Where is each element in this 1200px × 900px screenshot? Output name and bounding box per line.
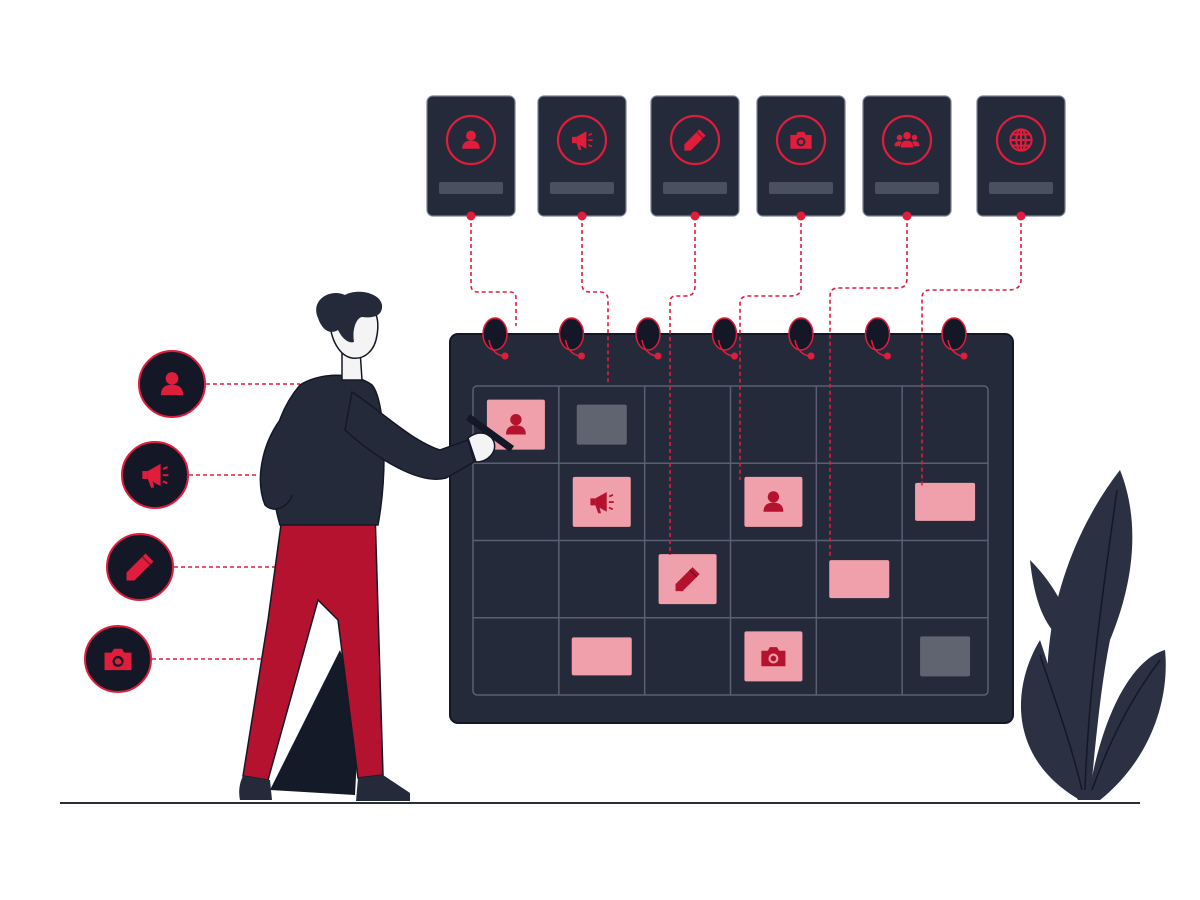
card-text-placeholder [875, 182, 939, 194]
content-card[interactable] [650, 95, 740, 221]
calendar-tile[interactable] [658, 554, 717, 605]
card-text-placeholder [663, 182, 727, 194]
card-icon-ring [445, 114, 497, 166]
binder-ring [635, 317, 662, 360]
binder-ring [558, 317, 585, 360]
connector-dot [577, 211, 587, 221]
side-badge[interactable] [121, 441, 189, 509]
card-text-placeholder [439, 182, 503, 194]
connector-dot [902, 211, 912, 221]
connector-line [581, 216, 609, 385]
connector-dot [466, 211, 476, 221]
connector-line [921, 216, 1022, 486]
calendar-rings [482, 317, 968, 360]
connector-dot [1016, 211, 1026, 221]
calendar-tile[interactable] [572, 476, 631, 527]
person-figure [239, 291, 514, 801]
content-card[interactable] [976, 95, 1066, 221]
calendar-tile[interactable] [576, 404, 627, 445]
side-badge[interactable] [84, 625, 152, 693]
calendar-tile[interactable] [486, 399, 545, 450]
calendar-tiles [486, 399, 976, 682]
card-icon-ring [556, 114, 608, 166]
binder-ring [788, 317, 815, 360]
card-icon-ring [881, 114, 933, 166]
calendar-tile[interactable] [744, 476, 803, 527]
calendar-grid [472, 385, 989, 696]
calendar-tile[interactable] [744, 631, 803, 682]
card-icon-ring [669, 114, 721, 166]
card-text-placeholder [550, 182, 614, 194]
connector-lines [152, 216, 1022, 660]
connector-dot [796, 211, 806, 221]
connector-line [470, 216, 517, 326]
pants [242, 509, 384, 781]
calendar-tile[interactable] [571, 637, 632, 676]
connector-dot [690, 211, 700, 221]
content-card[interactable] [426, 95, 516, 221]
calendar-tile[interactable] [829, 560, 890, 599]
content-card[interactable] [756, 95, 846, 221]
card-icon-ring [775, 114, 827, 166]
card-text-placeholder [769, 182, 833, 194]
calendar-board [449, 317, 1014, 724]
plant [1020, 470, 1166, 800]
content-card[interactable] [537, 95, 627, 221]
connector-line [739, 216, 802, 480]
globe-icon [1009, 128, 1033, 152]
hair [316, 291, 383, 343]
connector-line [829, 216, 908, 558]
binder-ring [482, 317, 509, 360]
binder-ring [941, 317, 968, 360]
card-text-placeholder [989, 182, 1053, 194]
side-badge[interactable] [106, 533, 174, 601]
top-card-row [426, 95, 1066, 221]
card-icon-ring [995, 114, 1047, 166]
side-icon-column [84, 350, 206, 693]
side-badge[interactable] [138, 350, 206, 418]
content-card[interactable] [862, 95, 952, 221]
binder-ring [864, 317, 891, 360]
binder-ring [711, 317, 738, 360]
calendar-tile[interactable] [920, 636, 971, 677]
calendar-tile[interactable] [915, 482, 976, 521]
